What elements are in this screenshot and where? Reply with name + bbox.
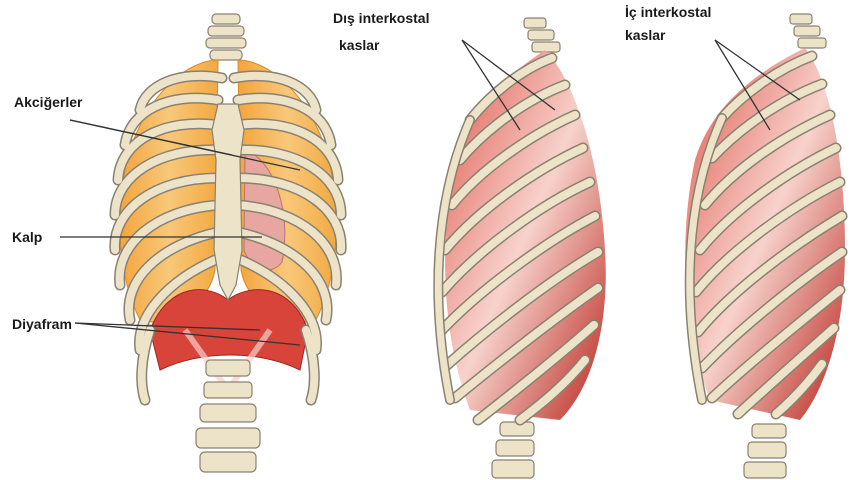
lumbar-spine: [196, 360, 260, 472]
internal-intercostal-rib-cage: [685, 14, 845, 478]
cervical-spine: [206, 14, 246, 60]
diaphragm: [150, 290, 308, 370]
front-rib-cage: [115, 14, 341, 472]
external-intercostal-rib-cage: [438, 18, 605, 478]
sternum: [212, 104, 244, 300]
